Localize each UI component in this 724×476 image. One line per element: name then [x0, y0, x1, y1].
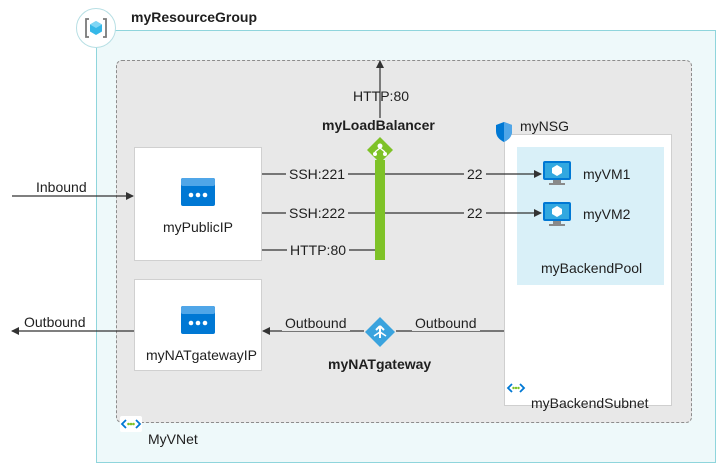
vm-icon	[542, 160, 572, 191]
http80-label: HTTP:80	[287, 242, 350, 258]
nat-outbound-right-label: Outbound	[412, 315, 480, 331]
vm2-label: myVM2	[583, 206, 631, 222]
nat-gateway-icon	[364, 316, 396, 353]
resource-group-icon	[76, 8, 116, 48]
nat-outbound-left-label: Outbound	[282, 315, 350, 331]
ssh222-label: SSH:222	[286, 205, 349, 221]
nsg-label: myNSG	[520, 118, 569, 134]
outbound-label: Outbound	[24, 314, 86, 330]
port1-label: 22	[464, 166, 486, 182]
nat-ip-icon	[181, 306, 215, 339]
vm1-label: myVM1	[583, 166, 631, 182]
public-ip-label: myPublicIP	[163, 219, 234, 235]
inbound-label: Inbound	[36, 179, 87, 195]
nat-ip-label: myNATgatewayIP	[146, 347, 257, 363]
load-balancer-icon	[366, 136, 394, 169]
port2-label: 22	[464, 205, 486, 221]
load-balancer-bar	[375, 160, 385, 260]
vm-icon	[542, 201, 572, 232]
load-balancer-label: myLoadBalancer	[322, 117, 435, 133]
load-balancer-top-port: HTTP:80	[353, 88, 410, 104]
shield-icon	[494, 121, 514, 148]
vnet-label: MyVNet	[148, 431, 198, 447]
vnet-icon	[120, 416, 142, 437]
subnet-label: myBackendSubnet	[531, 395, 649, 411]
ssh221-label: SSH:221	[286, 166, 349, 182]
resource-group-title: myResourceGroup	[131, 9, 258, 25]
public-ip-icon	[181, 178, 215, 211]
subnet-icon	[506, 380, 526, 401]
nat-gateway-label: myNATgateway	[328, 356, 432, 372]
backend-pool-label: myBackendPool	[541, 260, 643, 276]
